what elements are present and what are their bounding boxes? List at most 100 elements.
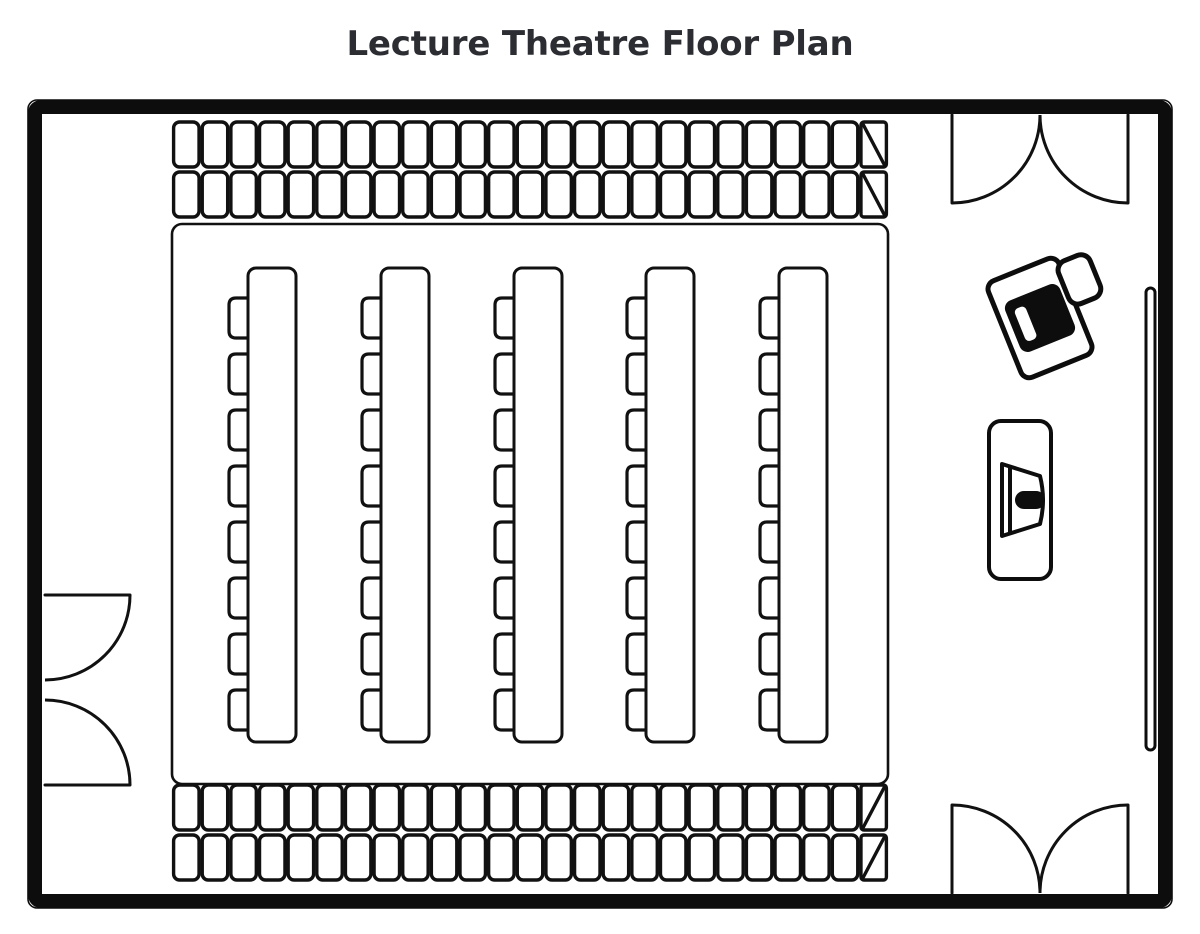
desk-chair[interactable] (493, 408, 519, 452)
seat[interactable] (401, 120, 430, 169)
seat[interactable] (372, 170, 402, 219)
desk-chair[interactable] (360, 408, 386, 452)
seat[interactable] (229, 170, 259, 219)
seat[interactable] (658, 783, 688, 832)
seat[interactable] (658, 833, 688, 882)
seat[interactable] (601, 783, 631, 832)
seat[interactable] (773, 833, 803, 882)
seat[interactable] (429, 170, 459, 219)
door-left-lower[interactable] (43, 698, 132, 787)
desk-chair[interactable] (625, 632, 651, 676)
seat[interactable] (171, 170, 201, 219)
seat[interactable] (687, 783, 717, 832)
seat[interactable] (286, 783, 316, 832)
seat[interactable] (486, 120, 516, 169)
seat[interactable] (315, 120, 344, 169)
seat[interactable] (544, 120, 574, 169)
instructor-desk[interactable] (985, 244, 1122, 381)
seat[interactable] (601, 170, 631, 219)
seat[interactable] (486, 833, 516, 882)
seat[interactable] (544, 783, 574, 832)
desk-chair[interactable] (758, 688, 784, 732)
seat[interactable] (830, 120, 860, 169)
seat[interactable] (515, 120, 545, 169)
seat[interactable] (830, 833, 860, 882)
desk-chair[interactable] (493, 296, 519, 340)
seat[interactable] (315, 833, 344, 882)
seat[interactable] (687, 833, 717, 882)
seat[interactable] (343, 833, 373, 882)
desk-chair[interactable] (625, 352, 651, 396)
desk-chair[interactable] (360, 352, 386, 396)
seat[interactable] (315, 783, 344, 832)
seat[interactable] (458, 120, 488, 169)
desk-chair[interactable] (360, 520, 386, 564)
seat[interactable] (486, 783, 516, 832)
seat[interactable] (630, 120, 659, 169)
desk-chair[interactable] (360, 576, 386, 620)
seat[interactable] (544, 833, 574, 882)
desk-chair[interactable] (227, 688, 253, 732)
seat[interactable] (343, 170, 373, 219)
seat[interactable] (801, 170, 831, 219)
seat[interactable] (572, 170, 602, 219)
desk-chair[interactable] (493, 520, 519, 564)
seat[interactable] (630, 170, 659, 219)
seat[interactable] (229, 120, 259, 169)
lectern-podium[interactable] (987, 419, 1053, 581)
seat[interactable] (630, 833, 659, 882)
desk-chair[interactable] (227, 632, 253, 676)
seat[interactable] (401, 170, 430, 219)
door-bottom-right-left-leaf[interactable] (950, 803, 1042, 895)
seat[interactable] (773, 120, 803, 169)
desk-chair[interactable] (227, 520, 253, 564)
seat[interactable] (171, 833, 201, 882)
desk-chair[interactable] (758, 576, 784, 620)
desk-chair[interactable] (625, 576, 651, 620)
desk-chair[interactable] (758, 352, 784, 396)
desk-chair[interactable] (625, 296, 651, 340)
seat[interactable] (716, 833, 745, 882)
desk-chair[interactable] (227, 352, 253, 396)
seat[interactable] (286, 120, 316, 169)
seat[interactable] (572, 120, 602, 169)
seat[interactable] (801, 833, 831, 882)
seat[interactable] (372, 783, 402, 832)
seat[interactable] (515, 833, 545, 882)
seat[interactable] (286, 170, 316, 219)
seat[interactable] (229, 783, 259, 832)
door-bottom-right-right-leaf[interactable] (1038, 803, 1130, 895)
seat[interactable] (544, 170, 574, 219)
seat[interactable] (687, 120, 717, 169)
seat[interactable] (343, 120, 373, 169)
desk-chair[interactable] (227, 408, 253, 452)
seat[interactable] (458, 783, 488, 832)
seat[interactable] (458, 833, 488, 882)
seat[interactable] (716, 120, 745, 169)
desk-chair[interactable] (493, 632, 519, 676)
seat[interactable] (801, 120, 831, 169)
seat[interactable] (773, 170, 803, 219)
desk-chair[interactable] (360, 688, 386, 732)
seat[interactable] (458, 170, 488, 219)
seat[interactable] (200, 833, 230, 882)
seat[interactable] (744, 120, 774, 169)
seat[interactable] (257, 833, 287, 882)
seat[interactable] (315, 170, 344, 219)
door-top-right-right-leaf[interactable] (1038, 113, 1130, 205)
seat[interactable] (687, 170, 717, 219)
desk-surface[interactable] (777, 266, 829, 744)
desk-chair[interactable] (360, 632, 386, 676)
seat[interactable] (171, 120, 201, 169)
desk-surface[interactable] (379, 266, 431, 744)
instructor-desk-rotated[interactable] (985, 244, 1122, 381)
desk-chair[interactable] (758, 408, 784, 452)
instructor-chair[interactable] (1055, 252, 1104, 307)
desk-chair[interactable] (493, 464, 519, 508)
seat[interactable] (372, 120, 402, 169)
desk-chair[interactable] (758, 296, 784, 340)
seat[interactable] (429, 833, 459, 882)
desk-chair[interactable] (625, 688, 651, 732)
seat[interactable] (401, 833, 430, 882)
seat[interactable] (429, 120, 459, 169)
